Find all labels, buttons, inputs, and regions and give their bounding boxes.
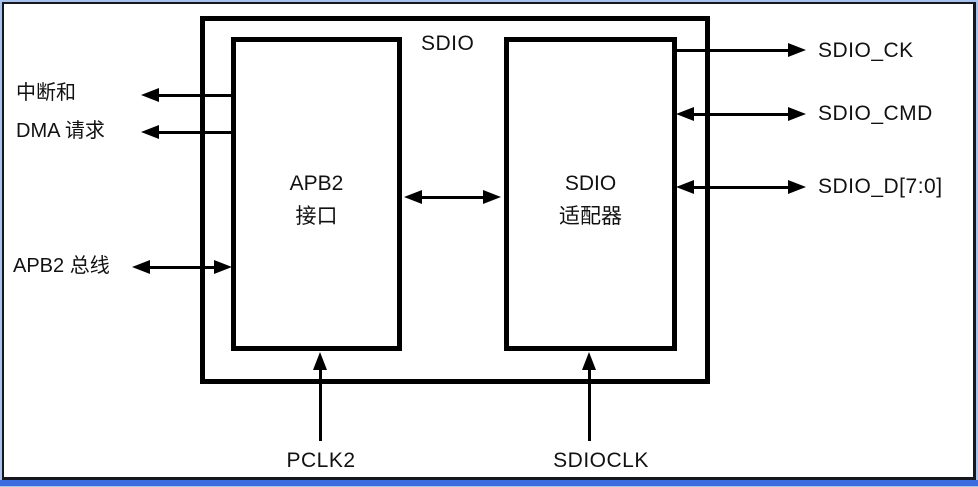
arrow-up-icon <box>313 352 327 370</box>
dma-request-label: DMA 请求 <box>16 120 105 142</box>
apb2-interface-label: APB2 接口 <box>231 167 402 233</box>
arrow-up-icon <box>582 352 596 370</box>
arrow-left-icon <box>676 180 694 194</box>
sdio-outer-block-label: SDIO <box>421 32 475 55</box>
sdio-outer-block <box>200 16 710 384</box>
sdio-adapter-label-line2: 适配器 <box>559 205 622 228</box>
arrow-right-icon <box>483 190 501 204</box>
figure-bottom-highlight-bar <box>0 480 978 486</box>
sdio-d-label: SDIO_D[7:0] <box>818 175 943 198</box>
arrow-right-icon <box>214 260 232 274</box>
sdio-d-arrow <box>676 180 806 194</box>
apb2-bus-label: APB2 总线 <box>13 255 110 277</box>
arrow-line <box>588 368 591 441</box>
sdio-adapter-label-line1: SDIO <box>564 172 617 195</box>
interrupt-label: 中断和 <box>16 82 76 104</box>
apb2-interface-label-line2: 接口 <box>295 205 338 228</box>
apb2-bus-arrow <box>132 260 232 274</box>
sdio-cmd-label: SDIO_CMD <box>818 102 933 125</box>
sdio-adapter-label: SDIO 适配器 <box>504 167 677 233</box>
sdioclk-arrow <box>582 352 596 441</box>
arrow-right-icon <box>788 180 806 194</box>
sdio-cmd-arrow <box>676 107 806 121</box>
sdioclk-label: SDIOCLK <box>553 449 649 472</box>
sdio-ck-arrow <box>676 43 806 57</box>
arrow-left-icon <box>676 107 694 121</box>
apb2-to-adapter-arrow <box>404 190 501 204</box>
arrow-right-icon <box>788 107 806 121</box>
arrow-line <box>692 186 790 189</box>
sdio-adapter-block <box>504 37 677 351</box>
arrow-line <box>676 49 790 52</box>
interrupt-arrow <box>141 88 232 102</box>
arrow-line <box>157 131 232 134</box>
dma-request-arrow <box>141 125 232 139</box>
arrow-left-icon <box>132 260 150 274</box>
arrow-line <box>420 196 485 199</box>
apb2-interface-label-line1: APB2 <box>289 172 344 195</box>
arrow-line <box>692 113 790 116</box>
arrow-line <box>157 94 232 97</box>
sdio-ck-label: SDIO_CK <box>818 39 914 62</box>
pclk2-arrow <box>313 352 327 441</box>
pclk2-label: PCLK2 <box>286 449 356 472</box>
arrow-left-icon <box>404 190 422 204</box>
apb2-interface-block <box>231 37 402 351</box>
arrow-left-icon <box>141 125 159 139</box>
arrow-left-icon <box>141 88 159 102</box>
arrow-line <box>148 266 216 269</box>
arrow-right-icon <box>788 43 806 57</box>
arrow-line <box>319 368 322 441</box>
